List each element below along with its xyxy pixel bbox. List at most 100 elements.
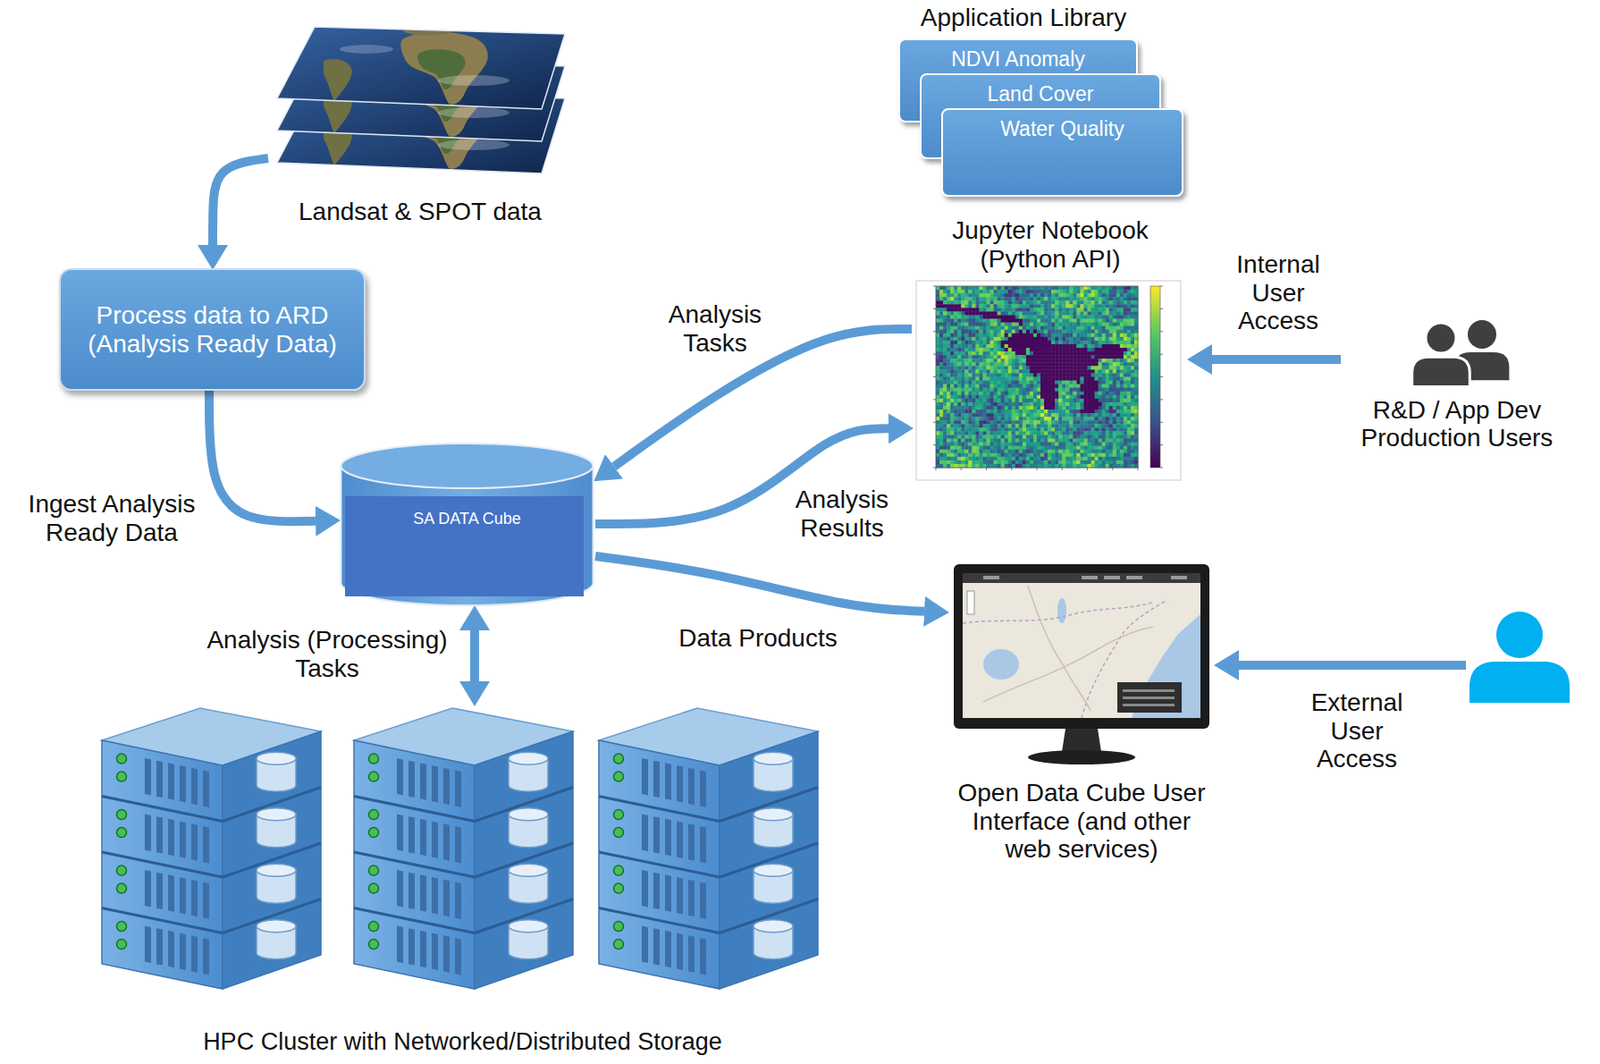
heatmap-cell: [1072, 354, 1077, 359]
heatmap-cell: [975, 409, 979, 413]
heatmap-cell: [1001, 369, 1005, 373]
heatmap-cell: [1120, 351, 1124, 355]
heatmap-cell: [993, 380, 998, 385]
heatmap-cell: [960, 409, 965, 413]
heatmap-cell: [1040, 391, 1045, 396]
heatmap-cell: [1033, 307, 1037, 312]
heatmap-cell: [1079, 409, 1084, 413]
heatmap-cell: [1029, 311, 1034, 315]
heatmap-cell: [1004, 395, 1009, 399]
heatmap-cell: [1094, 293, 1099, 297]
heatmap-cell: [1047, 326, 1052, 330]
heatmap-cell: [968, 293, 972, 297]
heatmap-cell: [993, 307, 998, 312]
heatmap-cell: [1123, 395, 1128, 399]
heatmap-cell: [968, 369, 972, 373]
heatmap-cell: [997, 384, 1002, 388]
heatmap-cell: [1018, 289, 1023, 294]
heatmap-cell: [1051, 340, 1055, 345]
heatmap-cell: [939, 289, 944, 294]
heatmap-cell: [982, 362, 986, 366]
heatmap-cell: [1058, 326, 1062, 330]
heatmap-cell: [1033, 365, 1037, 370]
heatmap-cell: [1116, 293, 1120, 297]
heatmap-cell: [1054, 333, 1059, 337]
heatmap-cell: [997, 300, 1002, 304]
heatmap-cell: [1083, 391, 1087, 396]
heatmap-cell: [978, 358, 983, 363]
heatmap-cell: [986, 395, 991, 399]
heatmap-cell: [997, 358, 1002, 363]
heatmap-cell: [1054, 344, 1059, 348]
heatmap-cell: [1011, 293, 1016, 297]
heatmap-cell: [1130, 402, 1135, 406]
heatmap-cell: [1061, 303, 1066, 308]
heatmap-cell: [978, 384, 983, 388]
heatmap-cell: [1116, 391, 1120, 396]
heatmap-cell: [1044, 293, 1048, 297]
heatmap-cell: [975, 329, 979, 334]
heatmap-cell: [946, 372, 951, 377]
heatmap-cell: [1072, 311, 1077, 315]
heatmap-cell: [1044, 314, 1048, 319]
heatmap-cell: [968, 398, 972, 403]
heatmap-cell: [1076, 365, 1080, 370]
heatmap-cell: [953, 402, 958, 406]
heatmap-cell: [1029, 303, 1034, 308]
heatmap-cell: [978, 409, 983, 413]
heatmap-cell: [1120, 329, 1124, 334]
heatmap-cell: [1036, 398, 1041, 403]
heatmap-cell: [939, 402, 944, 406]
heatmap-cell: [1094, 314, 1099, 319]
heatmap-cell: [1127, 377, 1131, 381]
heatmap-cell: [1072, 351, 1077, 355]
heatmap-cell: [1087, 300, 1092, 304]
heatmap-cell: [943, 319, 947, 323]
heatmap-cell: [993, 409, 998, 413]
heatmap-cell: [978, 314, 983, 319]
heatmap-cell: [935, 354, 940, 359]
heatmap-cell: [978, 398, 983, 403]
heatmap-cell: [993, 398, 998, 403]
heatmap-cell: [1112, 336, 1117, 341]
heatmap-cell: [1109, 347, 1113, 352]
heatmap-cell: [1047, 358, 1052, 363]
heatmap-cell: [1040, 372, 1045, 377]
heatmap-cell: [1044, 286, 1048, 290]
heatmap-cell: [960, 322, 965, 327]
heatmap-cell: [1001, 329, 1005, 334]
heatmap-cell: [1036, 296, 1041, 301]
heatmap-cell: [950, 319, 954, 323]
heatmap-cell: [1040, 358, 1045, 363]
heatmap-cell: [1127, 347, 1131, 352]
heatmap-cell: [943, 372, 947, 377]
heatmap-cell: [1018, 398, 1023, 403]
heatmap-cell: [1079, 358, 1084, 363]
heatmap-cell: [1004, 319, 1009, 323]
heatmap-cell: [1130, 405, 1135, 410]
heatmap-cell: [1044, 358, 1048, 363]
heatmap-cell: [1102, 296, 1106, 301]
heatmap-cell: [1112, 351, 1117, 355]
heatmap-cell: [1127, 340, 1131, 345]
heatmap-cell: [1004, 300, 1009, 304]
heatmap-cell: [1127, 365, 1131, 370]
layer-land: [323, 26, 510, 105]
heatmap-cell: [1076, 311, 1080, 315]
heatmap-cell: [997, 314, 1002, 319]
heatmap-cell: [993, 296, 998, 301]
heatmap-cell: [1069, 387, 1073, 392]
heatmap-cell: [990, 409, 994, 413]
heatmap-cell: [1036, 384, 1041, 388]
heatmap-cell: [1015, 347, 1019, 352]
heatmap-cell: [1072, 344, 1077, 348]
heatmap-cell: [968, 326, 972, 330]
heatmap-cell: [975, 362, 979, 366]
heatmap-cell: [968, 362, 972, 366]
heatmap-cell: [986, 372, 991, 377]
land-mass: [323, 58, 353, 102]
heatmap-cell: [1026, 358, 1030, 363]
heatmap-cell: [960, 362, 965, 366]
heatmap-cell: [946, 300, 951, 304]
heatmap-cell: [1044, 384, 1048, 388]
